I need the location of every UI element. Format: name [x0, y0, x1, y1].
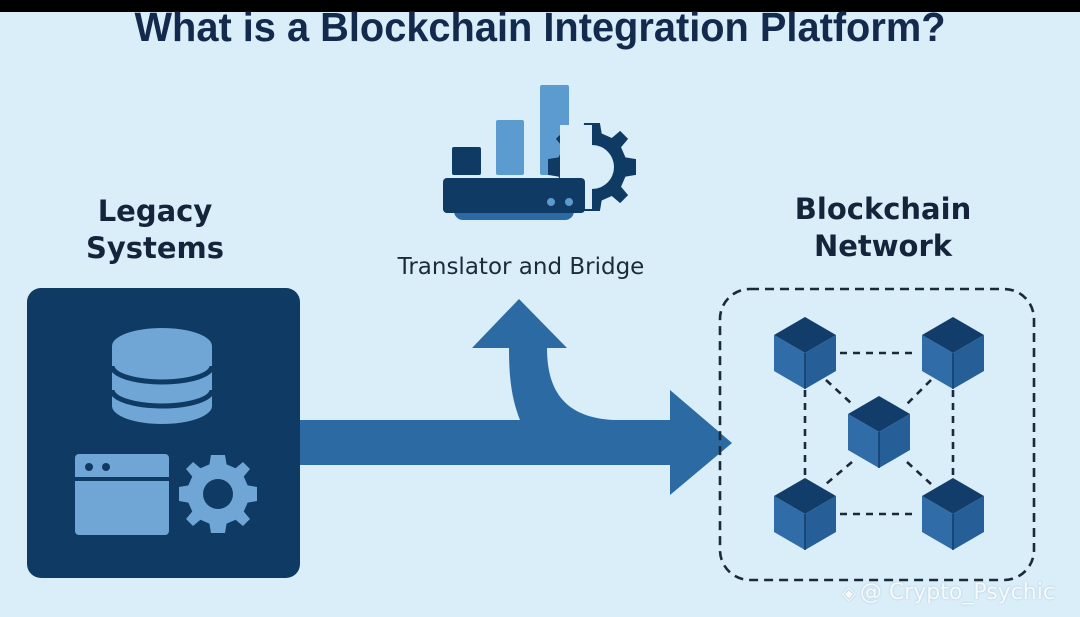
- browser-window-icon: [75, 454, 169, 535]
- top-black-bar: [0, 0, 1080, 12]
- bar-medium: [496, 120, 524, 175]
- blockchain-node-cube: [774, 317, 836, 389]
- database-icon: [109, 328, 215, 424]
- watermark: ◈@ Crypto_Psychic: [842, 580, 1078, 605]
- blockchain-nodes: [774, 317, 984, 550]
- blockchain-node-cube: [774, 478, 836, 550]
- legacy-gear-icon: [179, 455, 257, 533]
- translator-bridge-icon: [443, 85, 636, 220]
- legacy-label-line2: Systems: [85, 231, 225, 265]
- legacy-label-line1: Legacy: [97, 194, 213, 228]
- blockchain-label-line1: Blockchain: [794, 192, 972, 226]
- blockchain-node-cube: [922, 317, 984, 389]
- arrow-up-head: [472, 299, 567, 348]
- blockchain-node-cube: [922, 478, 984, 550]
- node-connectors: [803, 351, 955, 516]
- connector-diag-tr: [906, 379, 932, 405]
- connector-diag-br: [906, 461, 932, 485]
- connector-diag-bl: [825, 461, 853, 485]
- watermark-handle: @ Crypto_Psychic: [859, 580, 1055, 605]
- legacy-systems-label: Legacy Systems: [50, 193, 260, 267]
- bar-small: [452, 147, 481, 175]
- blockchain-network-boundary: [718, 287, 1036, 582]
- blockchain-network-label: Blockchain Network: [763, 191, 1003, 265]
- blockchain-label-line2: Network: [813, 229, 953, 263]
- integration-flow-arrow: [300, 299, 732, 495]
- blockchain-node-cube: [848, 396, 910, 468]
- page-title: What is a Blockchain Integration Platfor…: [134, 4, 946, 50]
- binance-logo-icon: ◈: [842, 583, 856, 604]
- translator-bridge-label: Translator and Bridge: [397, 254, 645, 280]
- connector-diag-tl: [825, 379, 853, 405]
- server-icon: [443, 178, 585, 213]
